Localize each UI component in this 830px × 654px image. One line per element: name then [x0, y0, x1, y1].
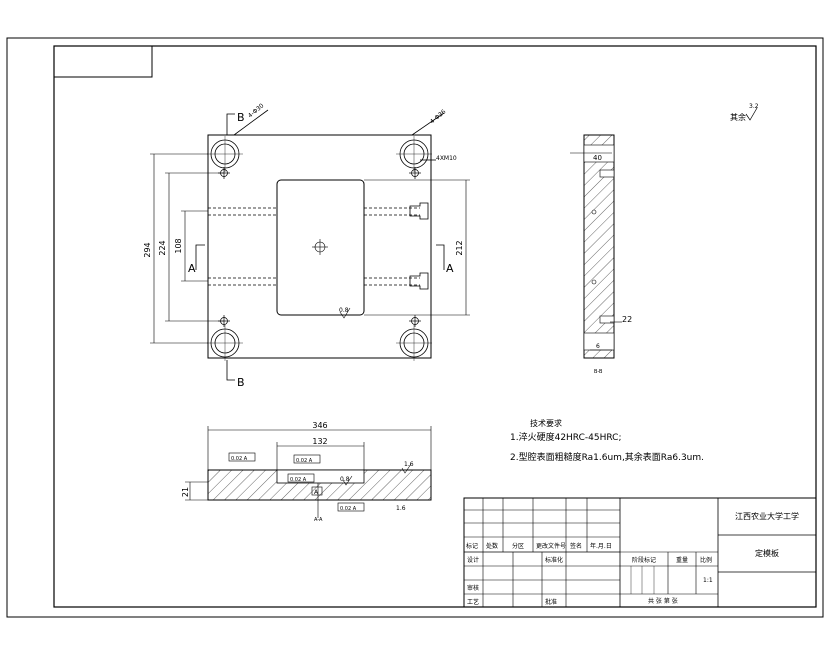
tb-standardize: 标准化 — [545, 556, 563, 564]
bottom-roughness-label: 1.6 — [396, 505, 406, 512]
front-view: 346 132 21 0.02 A 0.02 A 0.02 A 0.02 A 0… — [181, 421, 432, 523]
tb-zone: 分区 — [512, 542, 524, 550]
top-view: 294 224 108 212 A A B B 4-Φ30 4-Φ36 4XM1… — [143, 102, 470, 389]
cavity-center-mark — [312, 239, 328, 255]
tb-process: 工艺 — [467, 598, 479, 606]
front-roughness-right: 1.6 — [404, 461, 414, 468]
hole-callout-30: 4-Φ30 — [247, 102, 266, 119]
tol-frame-1-text: 0.02 A — [231, 456, 248, 462]
front-dim-132: 132 — [312, 437, 327, 446]
screw-hole-tr — [409, 167, 421, 179]
tech-requirements: 技术要求 1.淬火硬度42HRC-45HRC; 2.型腔表面粗糙度Ra1.6um… — [510, 418, 704, 463]
side-channel-1 — [599, 169, 615, 178]
section-b-bottom-label: B — [237, 376, 245, 389]
section-a-right-label: A — [446, 262, 454, 275]
side-dim-40: 40 — [593, 154, 602, 162]
inner-border — [53, 45, 817, 608]
side-channel-marks — [591, 209, 597, 285]
guide-hole-tr — [396, 136, 432, 172]
tol-frame-2 — [293, 454, 321, 464]
front-dim-lines — [185, 426, 432, 518]
guide-hole-bl — [207, 325, 243, 361]
side-channel-2 — [599, 315, 615, 324]
dimension-lines-right — [364, 179, 470, 316]
tb-scale: 比例 — [700, 556, 712, 564]
tol-frame-4 — [337, 502, 365, 512]
side-dim-lines — [570, 152, 622, 351]
tb-approve: 批准 — [545, 598, 557, 606]
tb-stage-mark: 阶段标记 — [632, 556, 656, 564]
roughness-other-value: 3.2 — [749, 103, 759, 110]
side-view: 40 22 6 B-B — [570, 134, 632, 375]
tb-review: 审核 — [467, 584, 479, 592]
tol-frame-3-text: 0.02 A — [290, 477, 307, 483]
side-dim-6: 6 — [596, 343, 600, 350]
corner-box — [53, 45, 153, 78]
front-dim-346: 346 — [312, 421, 327, 430]
title-block-text: 标记 处数 分区 更改文件号 签名 年.月.日 设计 标准化 审核 工艺 批准 … — [466, 511, 799, 606]
tb-weight: 重量 — [676, 556, 688, 564]
plate-outline — [207, 134, 432, 359]
side-top-bore — [583, 144, 615, 163]
front-dim-21: 21 — [181, 487, 190, 497]
dim-108: 108 — [174, 238, 183, 253]
roughness-other-symbol — [745, 107, 758, 121]
tb-scale-value: 1:1 — [703, 577, 713, 584]
section-mark-lines — [195, 109, 445, 381]
cavity-roughness: 0.8 — [339, 307, 349, 314]
front-cavity — [276, 469, 365, 484]
tol-frame-4-text: 0.02 A — [340, 506, 357, 512]
datum-label: A — [314, 489, 319, 496]
tb-date: 年.月.日 — [590, 542, 612, 550]
roughness-other-label: 其余 — [730, 112, 746, 122]
front-roughness: 0.8 — [340, 476, 350, 483]
screw-hole-br — [409, 315, 421, 327]
tol-frame-2-text: 0.02 A — [296, 458, 313, 464]
fitting-top — [409, 202, 429, 220]
guide-hole-br — [396, 325, 432, 361]
tb-change-doc: 更改文件号 — [536, 542, 566, 550]
tech-req-line2: 2.型腔表面粗糙度Ra1.6um,其余表面Ra6.3um. — [510, 451, 704, 463]
cavity-outline — [276, 179, 365, 316]
cavity-roughness-symbol — [339, 307, 351, 319]
tb-count: 处数 — [486, 542, 498, 550]
side-section-label: B-B — [594, 369, 603, 375]
tb-mark: 标记 — [466, 542, 478, 550]
side-dim-22: 22 — [622, 315, 632, 324]
dim-212: 212 — [455, 240, 464, 255]
tol-frame-1 — [228, 452, 256, 462]
tb-sign: 签名 — [570, 542, 582, 550]
front-section-label: A-A — [314, 517, 323, 523]
tech-req-heading: 技术要求 — [530, 418, 562, 428]
dimension-lines-left — [150, 153, 224, 344]
dim-224: 224 — [158, 240, 167, 255]
section-a-left-label: A — [188, 262, 196, 275]
tech-req-line1: 1.淬火硬度42HRC-45HRC; — [510, 431, 622, 443]
cooling-channel-bottom — [208, 277, 420, 286]
tb-sheets: 共 张 第 张 — [648, 597, 678, 605]
hole-callout-36: 4-Φ36 — [429, 108, 448, 125]
tol-frame-3 — [287, 473, 315, 483]
thread-callout: 4XM10 — [436, 155, 457, 162]
tb-school: 江西农业大学工学 — [735, 511, 799, 521]
fitting-bottom — [409, 272, 429, 290]
outer-border — [6, 37, 824, 618]
tb-design: 设计 — [467, 556, 479, 564]
cooling-channel-top — [208, 207, 420, 216]
dim-294: 294 — [143, 242, 152, 257]
front-roughness-symbol — [342, 475, 353, 486]
tb-part-name: 定模板 — [755, 548, 779, 558]
guide-hole-tl — [207, 136, 243, 172]
datum-box — [311, 486, 323, 496]
front-roughness-right-symbol — [401, 463, 412, 474]
section-b-top-label: B — [237, 111, 245, 124]
side-view-section — [583, 134, 615, 359]
title-block — [463, 497, 817, 608]
